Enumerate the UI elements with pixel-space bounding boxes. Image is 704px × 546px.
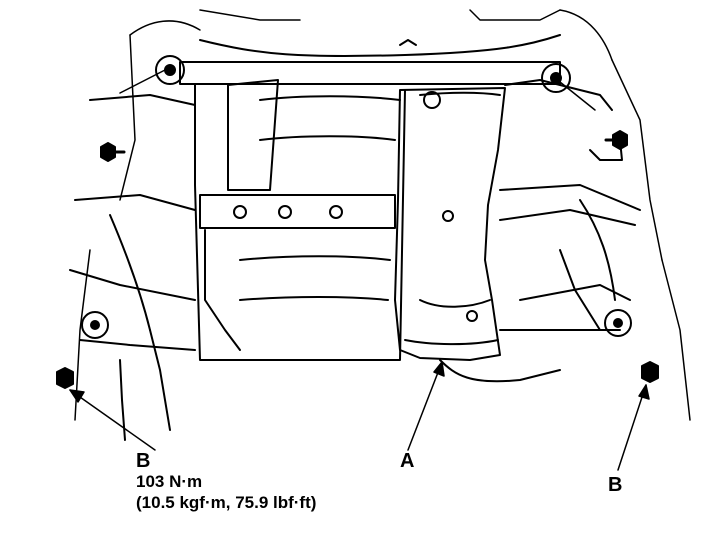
upper-crossmember [179, 34, 561, 85]
callout-a: A [400, 450, 415, 472]
callout-b-left: B [136, 450, 151, 472]
left-suspension-arms [69, 94, 196, 441]
leader-arrows [69, 69, 650, 471]
callout-b-right: B [608, 474, 623, 496]
vehicle-body-outline [74, 9, 691, 421]
torque-spec-line1: 103 N·m [136, 472, 203, 491]
torque-spec-line2: (10.5 kgf·m, 75.9 lbf·ft) [136, 493, 317, 512]
mounting-bolts [56, 130, 659, 389]
heat-shield [394, 87, 561, 383]
right-suspension-arms [499, 79, 641, 331]
rear-subframe [194, 79, 406, 361]
